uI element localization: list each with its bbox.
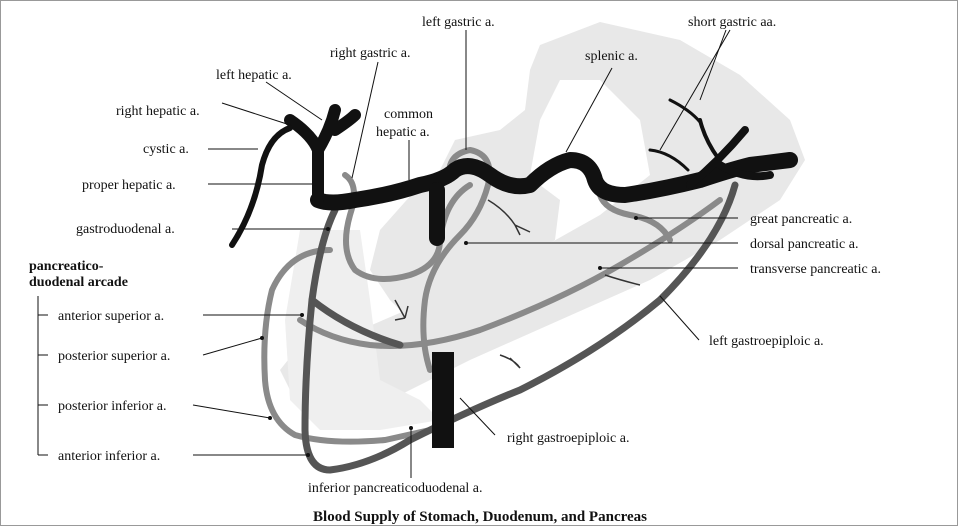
anterior-superior-branch <box>308 296 404 349</box>
short-gastric-branch-3 <box>648 148 690 172</box>
label-anterior-superior: anterior superior a. <box>58 309 164 324</box>
label-splenic: splenic a. <box>585 49 638 64</box>
label-cystic: cystic a. <box>143 142 189 157</box>
hepatic-branches <box>284 104 361 206</box>
label-anterior-inferior: anterior inferior a. <box>58 449 160 464</box>
transverse-pancreatic-artery <box>297 197 723 349</box>
posterior-arcade-artery <box>261 247 433 445</box>
gastroepiploic-artery <box>301 181 739 474</box>
leader-dots <box>260 216 638 457</box>
dark-gray-arteries <box>301 181 739 474</box>
label-posterior-inferior: posterior inferior a. <box>58 399 166 414</box>
label-gastroduodenal: gastroduodenal a. <box>76 222 175 237</box>
label-right-gastric: right gastric a. <box>330 46 410 61</box>
label-short-gastric: short gastric aa. <box>688 15 776 30</box>
label-common-hepatic-2: hepatic a. <box>376 125 430 140</box>
splenic-artery <box>310 152 798 211</box>
label-great-pancreatic: great pancreatic a. <box>750 212 852 227</box>
short-gastric-branch-2 <box>668 98 702 124</box>
great-pancreatic-artery <box>597 192 673 243</box>
heading-arcade-line2: duodenal arcade <box>29 275 128 290</box>
label-common-hepatic-1: common <box>384 107 433 122</box>
pancreatic-loop-artery <box>420 146 493 373</box>
label-left-gastroepiploic: left gastroepiploic a. <box>709 334 824 349</box>
thin-branches <box>394 199 641 369</box>
label-left-hepatic: left hepatic a. <box>216 68 292 83</box>
label-dorsal-pancreatic: dorsal pancreatic a. <box>750 237 858 252</box>
vertical-bar-marker <box>432 352 454 448</box>
black-arteries <box>229 98 798 248</box>
figure-title: Blood Supply of Stomach, Duodenum, and P… <box>313 509 647 525</box>
short-gastric-branch-1 <box>698 118 720 160</box>
label-posterior-superior: posterior superior a. <box>58 349 170 364</box>
label-left-gastric: left gastric a. <box>422 15 495 30</box>
label-right-gastroepiploic: right gastroepiploic a. <box>507 431 629 446</box>
label-inferior-pancreaticoduodenal: inferior pancreaticoduodenal a. <box>308 481 483 496</box>
label-transverse-pancreatic: transverse pancreatic a. <box>750 262 881 277</box>
cystic-artery <box>229 125 293 248</box>
label-right-hepatic: right hepatic a. <box>116 104 200 119</box>
heading-arcade-line1: pancreatico- <box>29 259 104 274</box>
label-proper-hepatic: proper hepatic a. <box>82 178 176 193</box>
leader-lines <box>37 29 738 478</box>
